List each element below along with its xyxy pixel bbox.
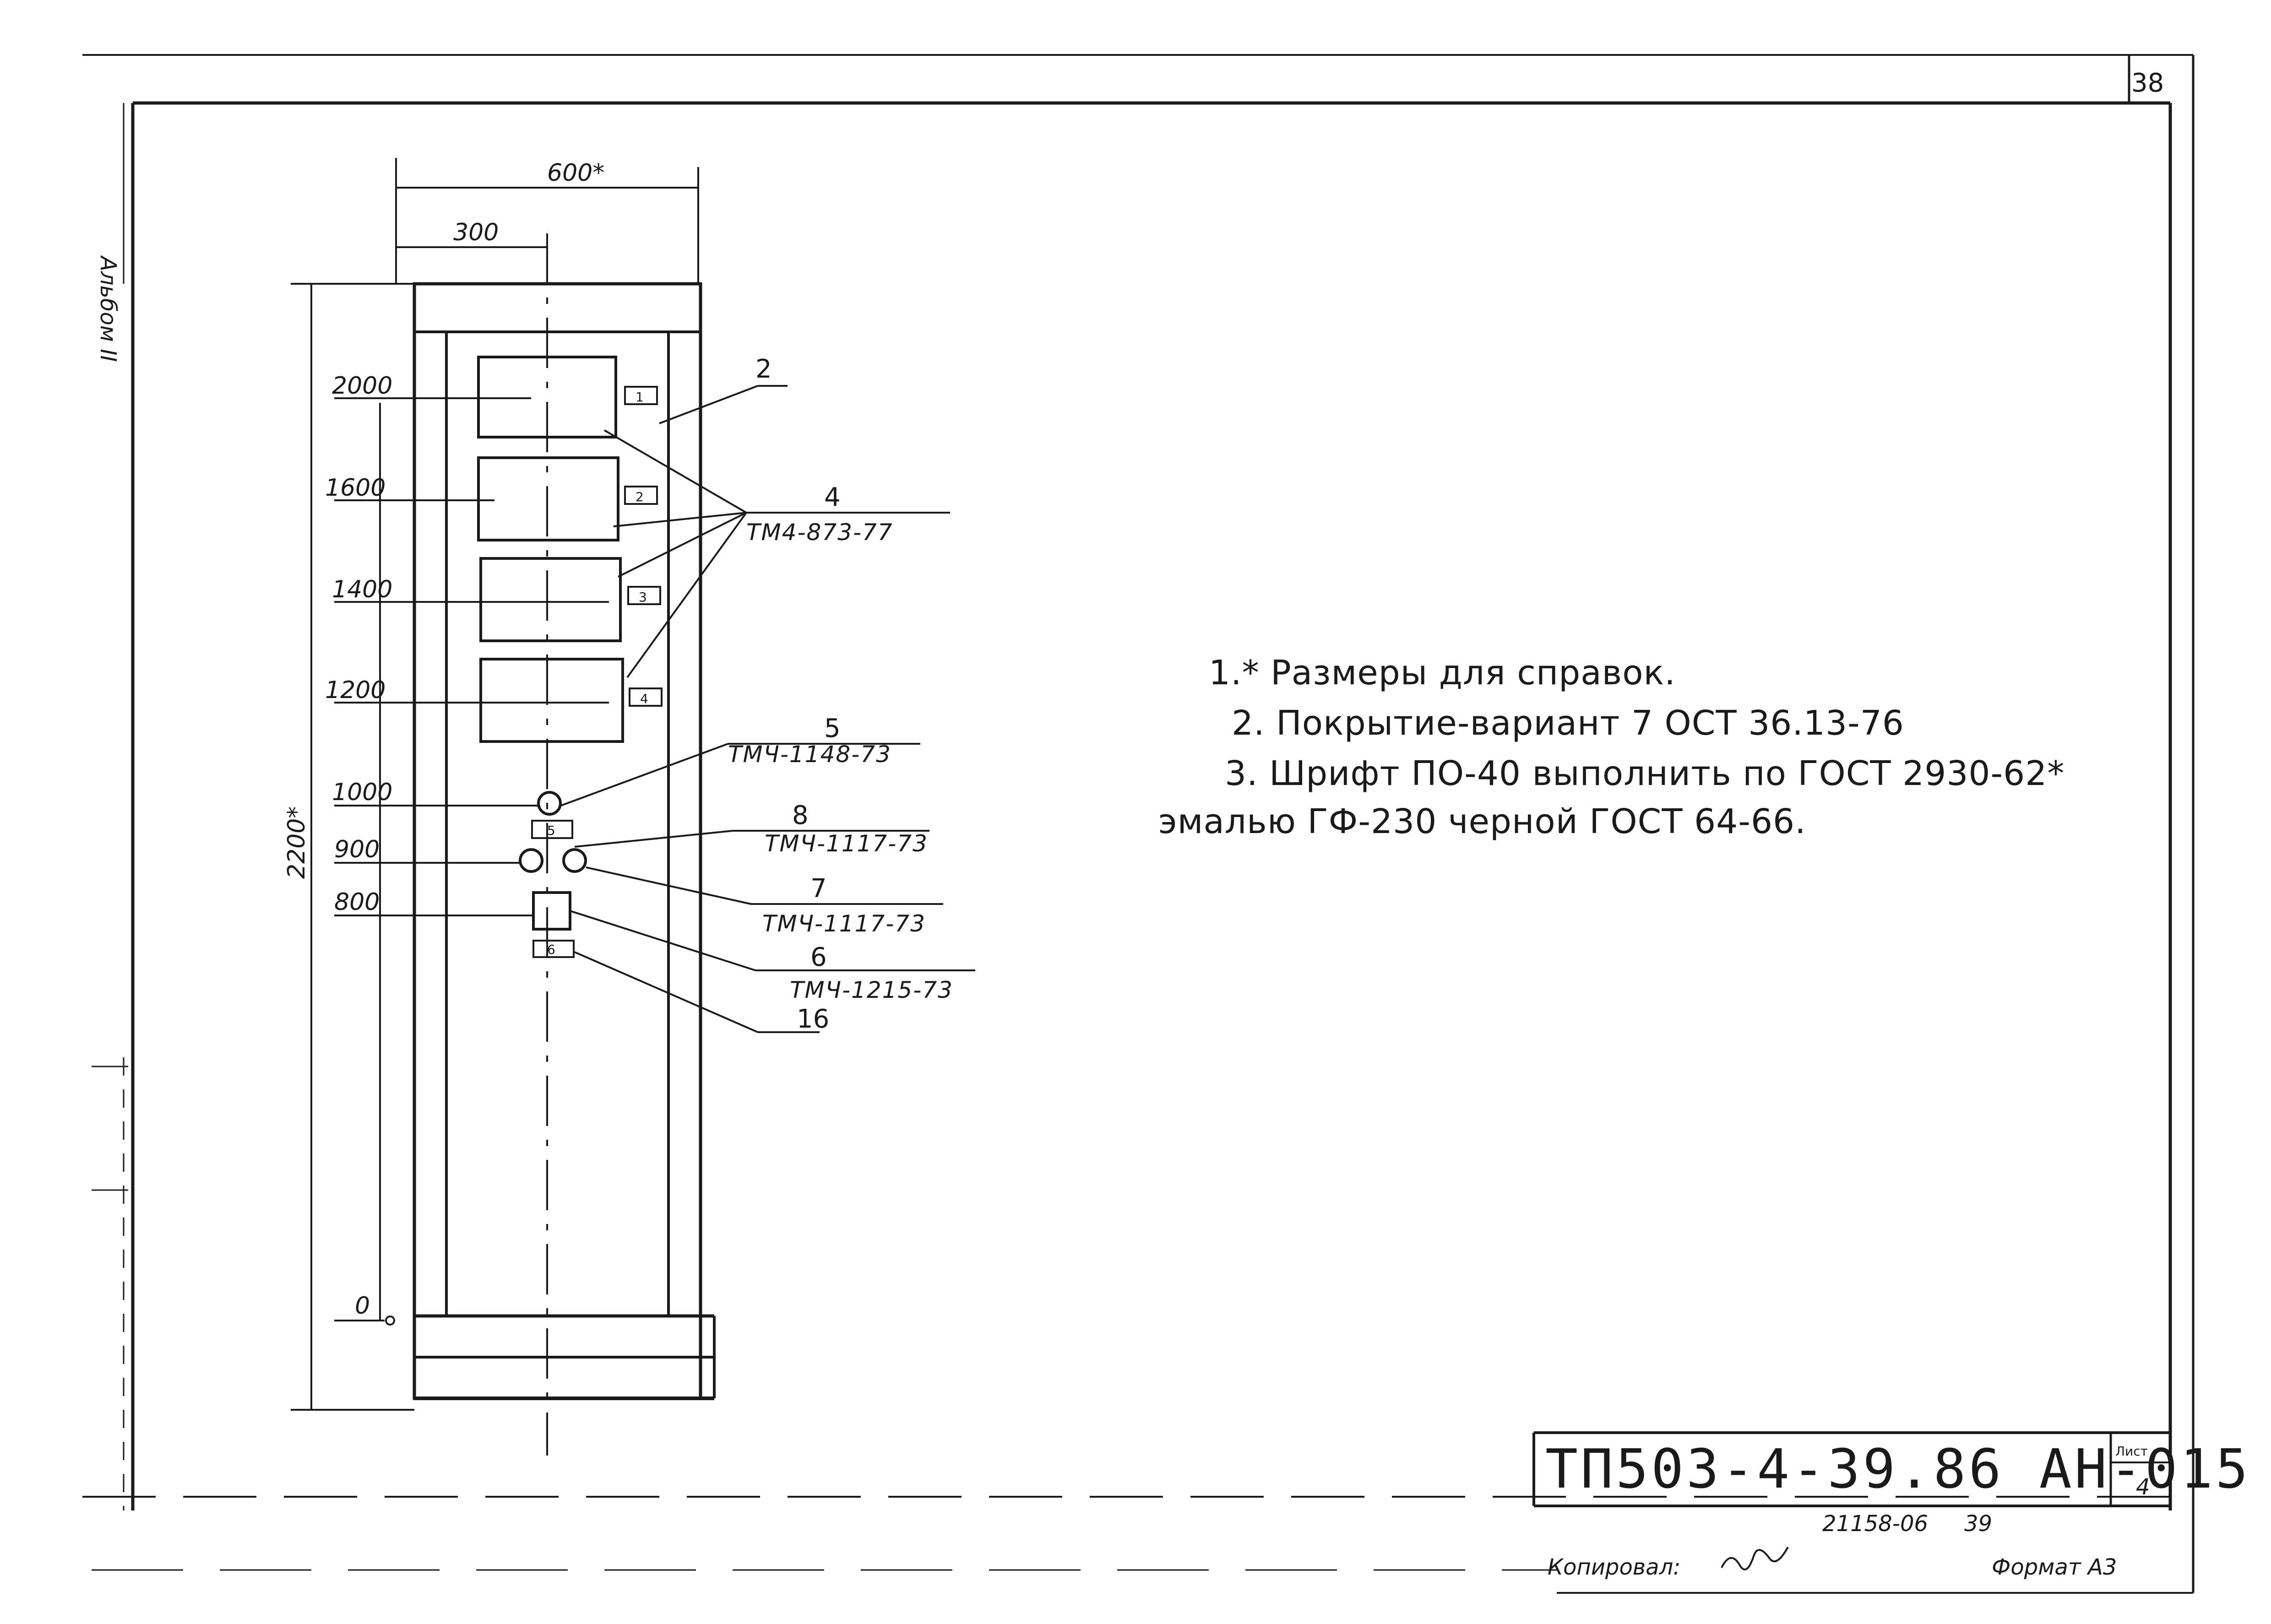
callout-reference: ТМЧ-1117-73 [765, 830, 928, 857]
callout-number: 2 [755, 354, 772, 384]
leader-lines [560, 385, 975, 1033]
cabinet-outline [413, 233, 716, 1456]
level-label: 0 [355, 1292, 370, 1320]
height-dimension-label: 2200* [283, 807, 310, 879]
panel-marker: 5 [547, 823, 555, 838]
callout-number: 6 [810, 942, 827, 972]
panel-marker: 4 [640, 691, 648, 706]
callout-reference: ТМЧ-1117-73 [762, 910, 926, 937]
inventory-number: 21158-06 [1822, 1511, 1928, 1537]
sheet-label: Лист [2115, 1444, 2148, 1459]
copied-by-label: Копировал: [1548, 1554, 1680, 1580]
signature-mark [1721, 1547, 1789, 1570]
sheet-frame [82, 54, 2195, 1594]
note-line: 3. Шрифт ПО-40 выполнить по ГОСТ 2930-62… [1225, 754, 2065, 793]
lamps-and-switches [519, 791, 587, 958]
callout-number: 16 [797, 1004, 829, 1034]
callout-number: 7 [810, 874, 827, 904]
callout-number: 8 [792, 801, 809, 830]
title-block [1532, 1431, 2170, 1507]
width-dimension-label: 600* [547, 159, 604, 187]
side-stamp: Альбом II [95, 255, 121, 362]
level-label: 1200 [325, 677, 386, 704]
panel-marker: 6 [547, 942, 555, 957]
inventory-page: 39 [1964, 1511, 1992, 1537]
document-code: ТП503-4-39.86 АН-015 [1545, 1437, 2251, 1500]
level-label: 1400 [332, 576, 392, 603]
level-label: 900 [334, 836, 380, 863]
dimension-lines [291, 158, 699, 1411]
callout-number: 4 [824, 482, 841, 512]
instrument-panels [477, 356, 663, 743]
note-line: 2. Покрытие-вариант 7 ОСТ 36.13-76 [1232, 704, 1904, 743]
page-number: 38 [2131, 68, 2164, 98]
callout-reference: ТМ4-873-77 [746, 519, 893, 546]
axis-offset-dimension-label: 300 [453, 219, 499, 246]
note-line: эмалью ГФ-230 черной ГОСТ 64-66. [1158, 802, 1806, 841]
level-label: 2000 [332, 372, 392, 400]
sheet-number: 4 [2136, 1474, 2150, 1500]
level-label: 1000 [332, 779, 392, 806]
panel-marker: 1 [636, 390, 644, 405]
note-line: 1.* Размеры для справок. [1209, 653, 1676, 693]
callout-reference: ТМЧ-1148-73 [728, 741, 891, 768]
level-label: 1600 [325, 474, 386, 502]
level-label: 800 [334, 888, 380, 916]
panel-marker: 3 [639, 590, 647, 605]
callout-reference: ТМЧ-1215-73 [790, 977, 953, 1003]
callout-number: 5 [824, 714, 841, 743]
format-label: Формат А3 [1992, 1554, 2117, 1580]
panel-marker: 2 [636, 489, 644, 504]
